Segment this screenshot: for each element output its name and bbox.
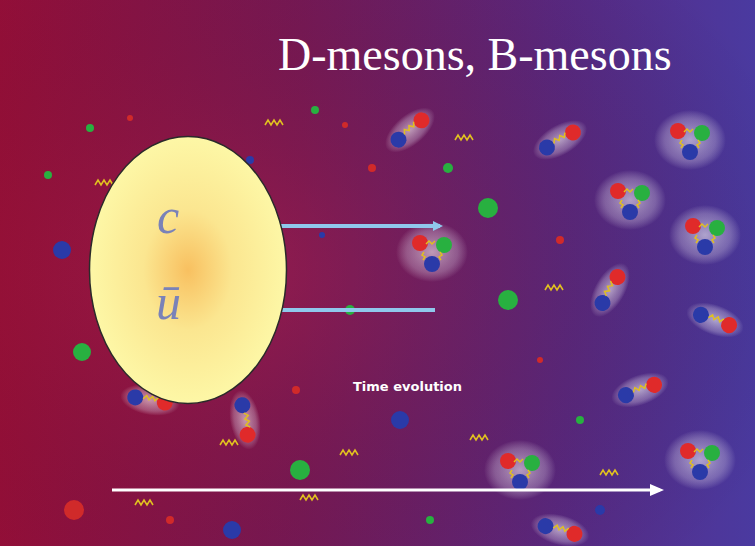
- ellipse-outline: [88, 135, 288, 405]
- quark-symbol: c: [157, 191, 179, 241]
- quark-pair-ellipse: cū: [88, 135, 288, 405]
- quark-symbol: ū: [156, 277, 181, 327]
- axis-label: Time evolution: [353, 379, 462, 394]
- title-text: D-mesons, B-mesons: [278, 28, 672, 81]
